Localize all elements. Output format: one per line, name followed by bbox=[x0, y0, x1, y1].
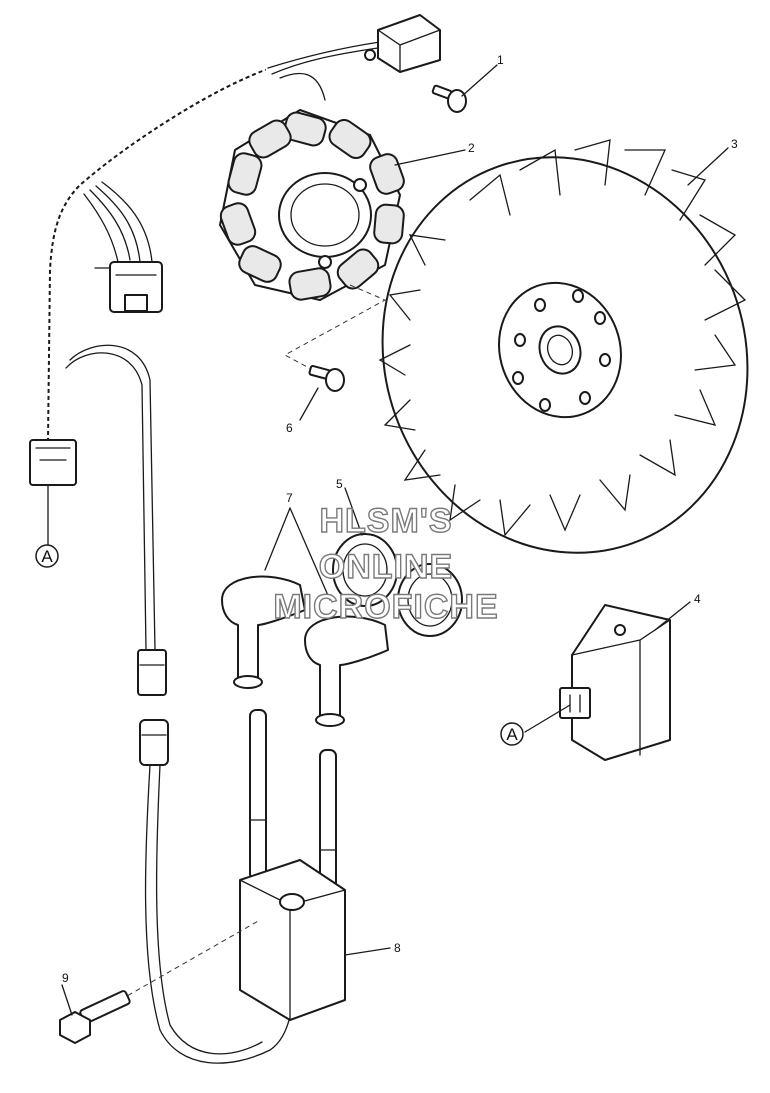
callout-a-label-right: A bbox=[506, 725, 518, 744]
callout-a-label-left: A bbox=[41, 547, 53, 566]
part-label-4: 4 bbox=[694, 592, 701, 606]
stator-plug bbox=[364, 14, 441, 73]
part-6-dashed-guide bbox=[283, 284, 387, 376]
bolt-9 bbox=[59, 919, 261, 1044]
part-number-labels: 1 2 3 4 5 6 7 8 9 bbox=[62, 53, 738, 985]
part-label-9: 9 bbox=[62, 971, 69, 985]
connector-callout-a-right: A bbox=[500, 722, 524, 746]
wiring-harness bbox=[29, 41, 381, 1064]
cdi-module bbox=[559, 604, 671, 761]
part-label-1: 1 bbox=[497, 53, 504, 67]
part-label-8: 8 bbox=[394, 941, 401, 955]
part-label-2: 2 bbox=[468, 141, 475, 155]
screw-1 bbox=[431, 84, 467, 113]
watermark-line-2: ONLINE bbox=[319, 548, 453, 586]
spark-plug-cap-left bbox=[221, 575, 306, 689]
connector-callout-a-left: A bbox=[35, 544, 59, 568]
flywheel bbox=[378, 139, 749, 554]
inline-connector-female bbox=[139, 719, 169, 766]
spark-plug-cap-right bbox=[304, 615, 389, 727]
part-label-7: 7 bbox=[286, 491, 293, 505]
stator-coil bbox=[219, 109, 405, 301]
part-label-5: 5 bbox=[336, 477, 343, 491]
screw-6 bbox=[308, 364, 345, 392]
part-label-3: 3 bbox=[731, 137, 738, 151]
watermark-line-3: MICROFICHE bbox=[273, 588, 498, 626]
watermark-line-1: HLSM'S bbox=[319, 502, 452, 540]
part-label-6: 6 bbox=[286, 421, 293, 435]
ignition-coil bbox=[239, 709, 346, 1021]
leader-lines bbox=[61, 64, 729, 1016]
inline-connector-male bbox=[137, 649, 167, 696]
watermark: HLSM'S ONLINE MICROFICHE bbox=[273, 501, 499, 626]
harness-end-connector bbox=[29, 439, 77, 486]
spark-plug-washers bbox=[332, 533, 463, 637]
